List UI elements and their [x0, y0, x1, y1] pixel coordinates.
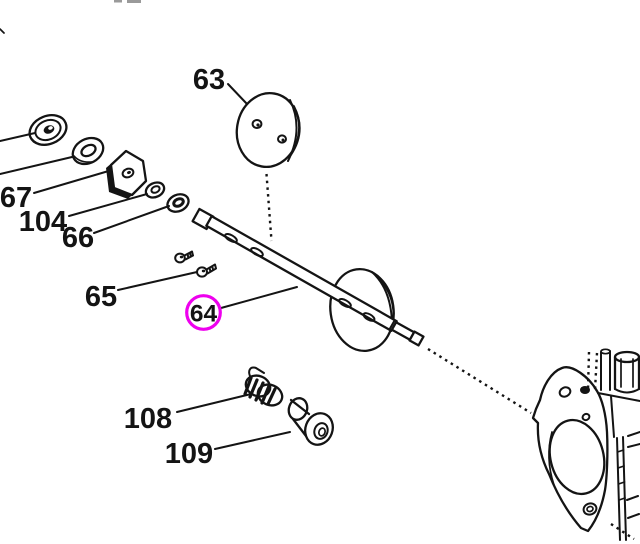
cropped-mark-top-1 — [114, 0, 122, 3]
assembly-dotted-line-carb-bottom — [610, 522, 635, 541]
part-104-washer — [144, 181, 166, 199]
leader-line-66 — [93, 205, 170, 234]
leader-line-67 — [33, 169, 113, 194]
shaft-slot — [224, 232, 238, 244]
shaft-slot — [250, 246, 264, 258]
shaft-slot — [362, 312, 376, 322]
flange-bolt-hole — [581, 412, 591, 422]
shaft-slot — [338, 297, 352, 309]
assembly-dotted-line-plate-to-shaft — [265, 173, 273, 242]
callout-65-label[interactable]: 65 — [85, 281, 117, 313]
assembly-dotted-line-carb-top-1 — [586, 351, 591, 391]
carburetor-bore — [548, 418, 606, 496]
leader-line-108 — [176, 393, 252, 413]
part-65-screws — [174, 250, 217, 278]
part-washer — [71, 136, 105, 166]
part-64-throttle-shaft — [191, 207, 425, 347]
edge-fragments — [0, 0, 141, 34]
flange-bolt-hole — [582, 502, 598, 516]
plate-screw-hole — [251, 119, 263, 129]
callout-63-label[interactable]: 63 — [193, 64, 225, 96]
callout-64-label[interactable]: 64 — [190, 301, 218, 328]
carburetor-body — [531, 348, 640, 541]
part-63-throttle-plate — [235, 92, 301, 168]
leader-line-65 — [117, 271, 198, 291]
highlight-circle-64 — [185, 294, 222, 331]
assembly-dotted-line-shaft-to-carburetor — [427, 347, 532, 415]
part-109-bushing — [287, 397, 334, 446]
part-108-spring — [243, 366, 284, 407]
callout-64[interactable]: 64 — [185, 294, 222, 331]
cropped-mark-top-2 — [127, 0, 141, 3]
part-66-seal — [166, 193, 190, 213]
screw — [196, 263, 217, 278]
leader-line-109 — [214, 431, 291, 450]
plate-screw-hole — [277, 134, 287, 144]
screw — [174, 250, 194, 264]
callout-109-label[interactable]: 109 — [165, 438, 213, 470]
assembly-dotted-line-carb-top-2 — [593, 352, 599, 391]
callout-104-label[interactable]: 104 — [19, 206, 67, 238]
flange-bolt-hole — [558, 386, 572, 398]
part-67-swivel-plate — [106, 149, 148, 199]
leader-line-63 — [227, 83, 248, 105]
callout-108-label[interactable]: 108 — [124, 403, 172, 435]
leader-line-offscreen-washer — [0, 156, 73, 175]
bolt-head — [580, 386, 590, 394]
leader-line-104 — [68, 193, 148, 217]
leader-line-64 — [220, 286, 298, 309]
cropped-mark-left — [0, 28, 5, 34]
callout-66-label[interactable]: 66 — [62, 222, 94, 254]
callout-67-label[interactable]: 67 — [0, 182, 32, 214]
part-flange-nut — [28, 114, 68, 146]
